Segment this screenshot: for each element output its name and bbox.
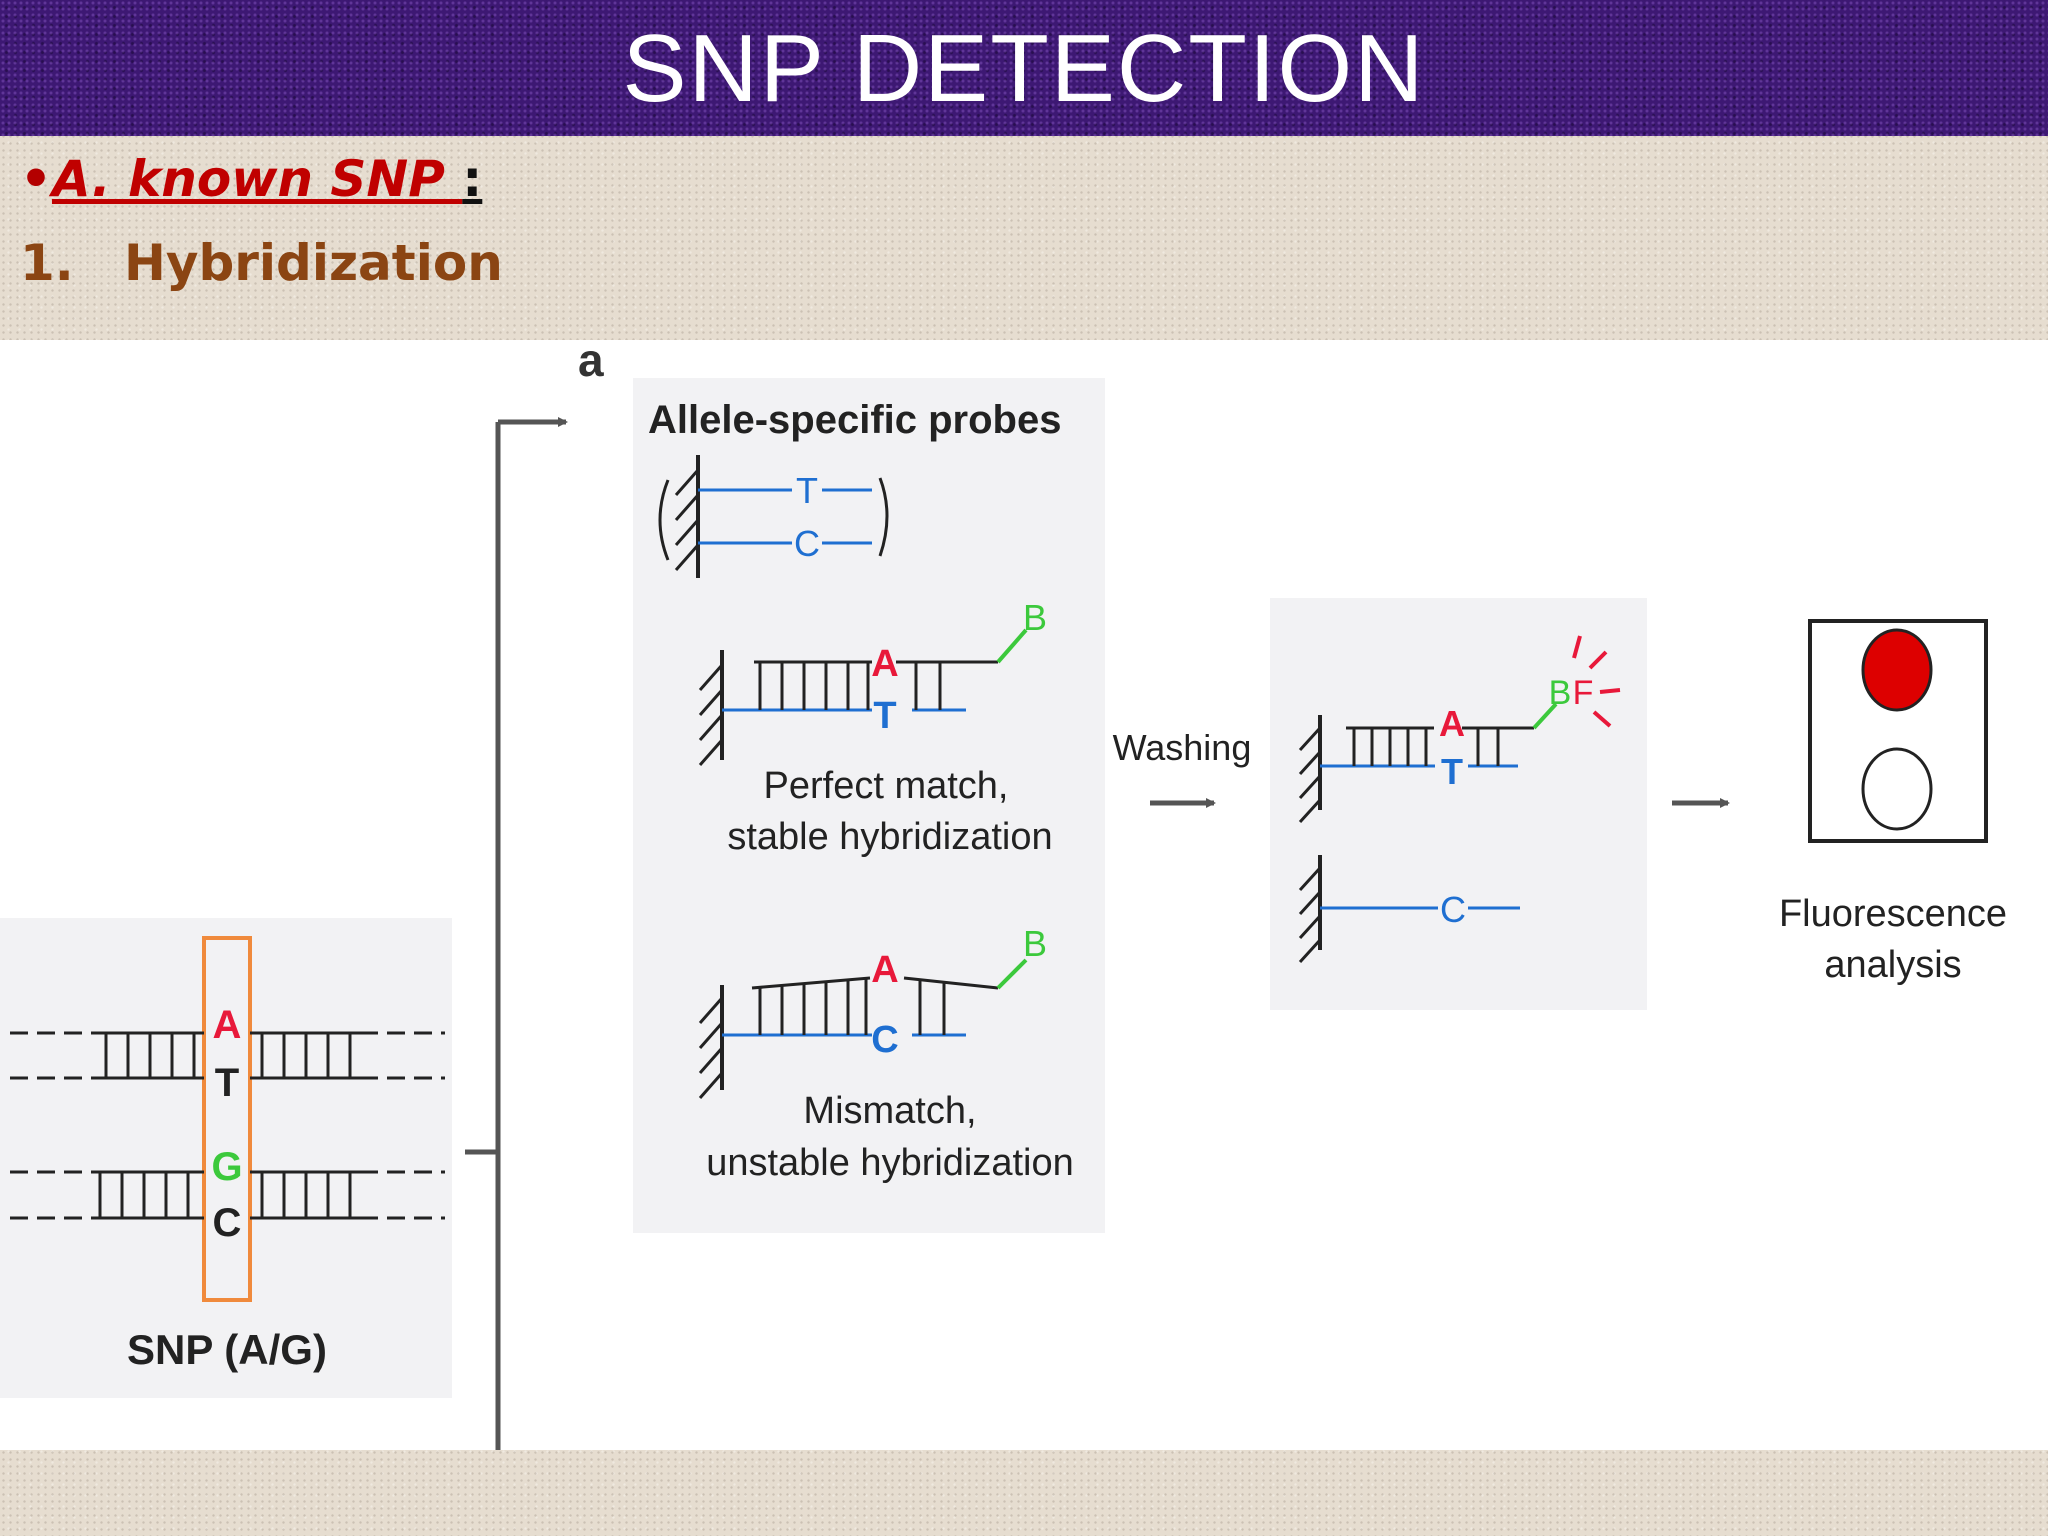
probe-base-c: C xyxy=(794,523,820,564)
snp-label: SNP (A/G) xyxy=(127,1326,327,1373)
snp-base-a: A xyxy=(213,1003,242,1047)
snp-duplex: A T G C SNP (A/G) xyxy=(10,936,445,1373)
negative-signal-dot xyxy=(1861,747,1933,831)
numbered-item: 1. Hybridization xyxy=(20,234,503,292)
washed-hybrid: A T B F xyxy=(1298,635,1621,824)
mismatch-caption-line2: unstable hybridization xyxy=(706,1142,1074,1184)
bullet-heading-text: A. known SNP xyxy=(51,150,463,208)
bullet-marker: • xyxy=(20,150,52,208)
snp-base-g: G xyxy=(211,1145,242,1189)
mismatch-base-a: A xyxy=(871,949,898,991)
probe-base-t: T xyxy=(796,470,818,511)
washed-biotin: B xyxy=(1549,674,1572,712)
probe-pair: T C xyxy=(658,455,889,578)
washed-unbound-probe: C xyxy=(1298,855,1520,964)
snp-base-t: T xyxy=(215,1061,239,1105)
connector-bracket xyxy=(465,417,568,1450)
mismatch-base-c: C xyxy=(871,1019,898,1061)
perfect-caption-line2: stable hybridization xyxy=(727,816,1052,858)
snp-highlight-box xyxy=(202,936,252,1302)
washing-label: Washing xyxy=(1113,727,1252,768)
mismatch-caption-line1: Mismatch, xyxy=(803,1090,976,1132)
mismatch-biotin: B xyxy=(1023,923,1047,964)
snp-panel xyxy=(0,918,452,1398)
item-text: Hybridization xyxy=(124,234,503,292)
snp-base-c: C xyxy=(213,1201,242,1245)
washed-base-t: T xyxy=(1441,751,1463,792)
item-number: 1. xyxy=(20,234,74,292)
perfect-match-hybrid: A T B xyxy=(698,597,1047,766)
perfect-biotin: B xyxy=(1023,597,1047,638)
bullet-heading-colon: : xyxy=(462,150,483,208)
perfect-base-t: T xyxy=(873,695,896,737)
mismatch-hybrid: A C B xyxy=(698,923,1047,1099)
analysis-caption-line1: Fluorescence xyxy=(1779,893,2007,935)
positive-signal-dot xyxy=(1861,628,1933,712)
washed-panel xyxy=(1270,598,1647,1010)
perfect-base-a: A xyxy=(871,643,898,685)
washed-fluor: F xyxy=(1573,674,1594,712)
fluorescence-burst-icon xyxy=(1572,635,1621,728)
washed-base-a: A xyxy=(1439,703,1465,744)
panel-label-a: a xyxy=(578,334,604,386)
perfect-caption-line1: Perfect match, xyxy=(764,765,1009,807)
probes-title: Allele-specific probes xyxy=(648,398,1061,442)
washed-base-c: C xyxy=(1440,889,1466,930)
bullet-heading: •A. known SNP : xyxy=(20,150,482,208)
header-bar xyxy=(0,0,2048,136)
probes-panel xyxy=(633,378,1105,1233)
slide-title: SNP DETECTION xyxy=(622,15,1426,122)
analysis-caption-line2: analysis xyxy=(1824,944,1961,986)
